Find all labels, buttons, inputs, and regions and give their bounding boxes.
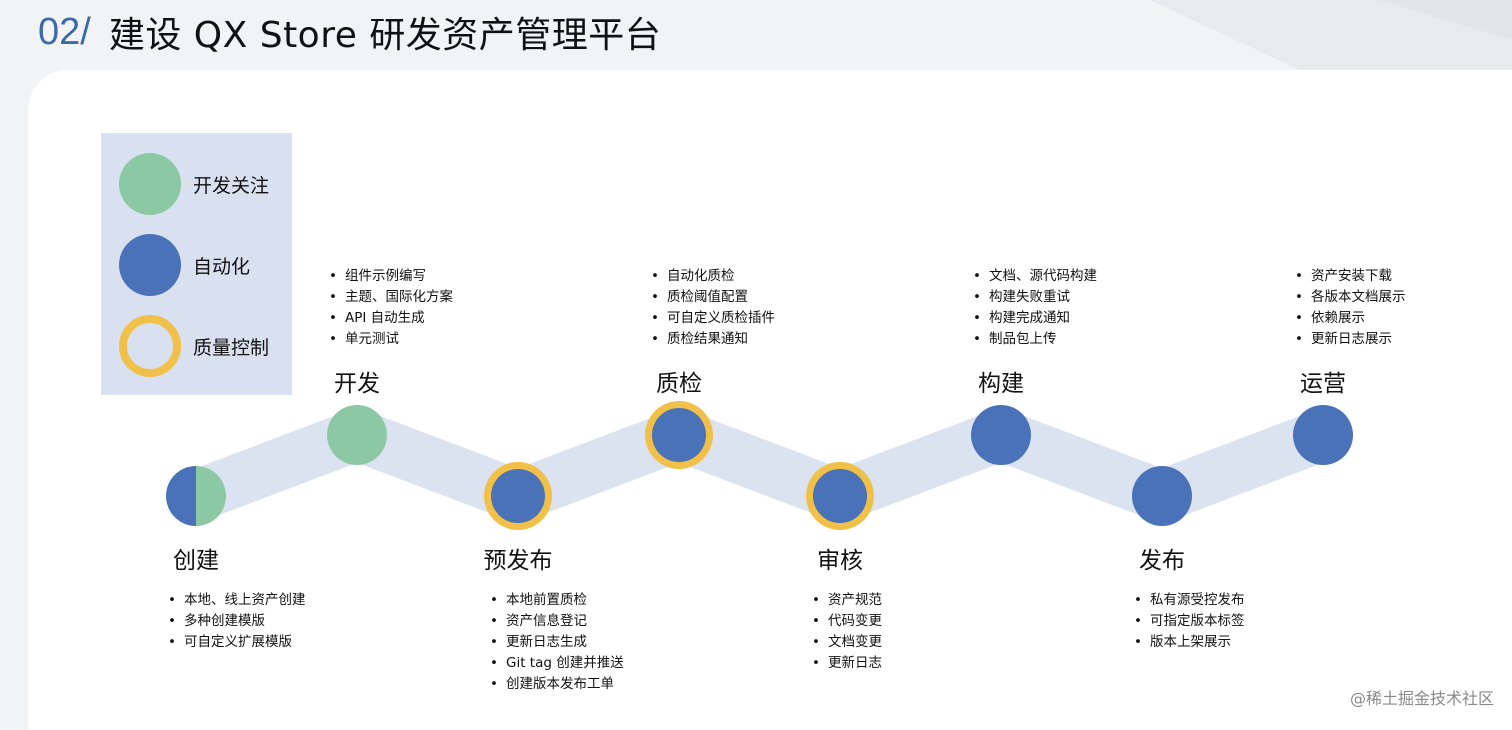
stage-bullet-item: API 自动生成	[329, 308, 453, 329]
stage-bullet-list: 本地前置质检资产信息登记更新日志生成Git tag 创建并推送创建版本发布工单	[490, 590, 624, 695]
stage-node-2	[327, 405, 387, 465]
stage-bullet-item: 资产信息登记	[490, 611, 624, 632]
stage-bullet-item: 本地、线上资产创建	[168, 590, 306, 611]
stage-bullet-item: 资产规范	[812, 590, 882, 611]
page-header: 02/ 建设 QX Store 研发资产管理平台	[38, 6, 661, 58]
node-circle	[491, 469, 545, 523]
stage-bullet-item: Git tag 创建并推送	[490, 653, 624, 674]
stage-node-1	[166, 466, 226, 526]
stage-bullet-item: 更新日志	[812, 653, 882, 674]
stage-bullet-item: 自动化质检	[651, 266, 775, 287]
stage-title: 创建	[173, 548, 219, 574]
watermark: @稀土掘金技术社区	[1349, 689, 1494, 708]
stage-title: 构建	[978, 371, 1024, 397]
stage-bullet-item: 构建完成通知	[973, 308, 1097, 329]
legend-item-automation: 自动化	[119, 234, 250, 296]
node-circle	[327, 405, 387, 465]
stage-bullet-item: 创建版本发布工单	[490, 674, 624, 695]
stage-bullet-item: 可自定义质检插件	[651, 308, 775, 329]
stage-bullet-list: 私有源受控发布可指定版本标签版本上架展示	[1134, 590, 1245, 653]
stage-bullet-list: 自动化质检质检阈值配置可自定义质检插件质检结果通知	[651, 266, 775, 350]
stage-bullet-list: 资产安装下载各版本文档展示依赖展示更新日志展示	[1295, 266, 1406, 350]
stage-title: 质检	[656, 371, 702, 397]
stage-bullet-item: 代码变更	[812, 611, 882, 632]
node-circle	[1132, 466, 1192, 526]
node-half-green	[196, 466, 226, 526]
stage-node-4	[645, 401, 713, 469]
legend-item-quality-control: 质量控制	[119, 315, 269, 377]
stage-bullet-item: 各版本文档展示	[1295, 287, 1406, 308]
node-half-blue	[166, 466, 196, 526]
stage-bullet-item: 更新日志展示	[1295, 329, 1406, 350]
stage-bullet-item: 制品包上传	[973, 329, 1097, 350]
stage-bullet-list: 文档、源代码构建构建失败重试构建完成通知制品包上传	[973, 266, 1097, 350]
legend-label: 开发关注	[193, 174, 270, 197]
section-number: 02/	[38, 10, 91, 53]
stage-bullet-list: 组件示例编写主题、国际化方案API 自动生成单元测试	[329, 266, 453, 350]
blue-circle-icon	[119, 234, 181, 296]
stage-bullet-item: 多种创建模版	[168, 611, 306, 632]
stage-bullet-item: 可自定义扩展模版	[168, 632, 306, 653]
legend-label: 自动化	[193, 255, 251, 278]
stage-title: 预发布	[483, 548, 553, 574]
stage-bullet-list: 资产规范代码变更文档变更更新日志	[812, 590, 882, 674]
stage-node-5	[806, 462, 874, 530]
stage-bullet-item: 主题、国际化方案	[329, 287, 453, 308]
stage-node-6	[971, 405, 1031, 465]
stage-node-3	[484, 462, 552, 530]
stage-bullet-item: 本地前置质检	[490, 590, 624, 611]
stage-title: 运营	[1300, 371, 1346, 397]
node-circle	[813, 469, 867, 523]
green-circle-icon	[119, 153, 181, 215]
stage-bullet-item: 质检结果通知	[651, 329, 775, 350]
stage-bullet-list: 本地、线上资产创建多种创建模版可自定义扩展模版	[168, 590, 306, 653]
stage-bullet-item: 更新日志生成	[490, 632, 624, 653]
node-circle	[652, 408, 706, 462]
stage-bullet-item: 构建失败重试	[973, 287, 1097, 308]
stage-bullet-item: 私有源受控发布	[1134, 590, 1245, 611]
gold-ring-icon	[119, 315, 181, 377]
legend-label: 质量控制	[193, 336, 270, 359]
stage-bullet-item: 资产安装下载	[1295, 266, 1406, 287]
legend: 开发关注 自动化 质量控制	[101, 133, 292, 395]
stage-bullet-item: 质检阈值配置	[651, 287, 775, 308]
stage-bullet-item: 可指定版本标签	[1134, 611, 1245, 632]
stage-title: 开发	[334, 371, 380, 397]
stage-title: 审核	[817, 548, 863, 574]
stage-title: 发布	[1139, 548, 1185, 574]
stage-bullet-item: 依赖展示	[1295, 308, 1406, 329]
stage-node-8	[1293, 405, 1353, 465]
legend-item-dev-focus: 开发关注	[119, 153, 269, 215]
stage-bullet-item: 文档变更	[812, 632, 882, 653]
stage-bullet-item: 文档、源代码构建	[973, 266, 1097, 287]
node-circle	[971, 405, 1031, 465]
stage-bullet-item: 版本上架展示	[1134, 632, 1245, 653]
stage-bullet-item: 组件示例编写	[329, 266, 453, 287]
stage-node-7	[1132, 466, 1192, 526]
stage-bullet-item: 单元测试	[329, 329, 453, 350]
page-title: 建设 QX Store 研发资产管理平台	[108, 15, 662, 56]
node-circle	[1293, 405, 1353, 465]
